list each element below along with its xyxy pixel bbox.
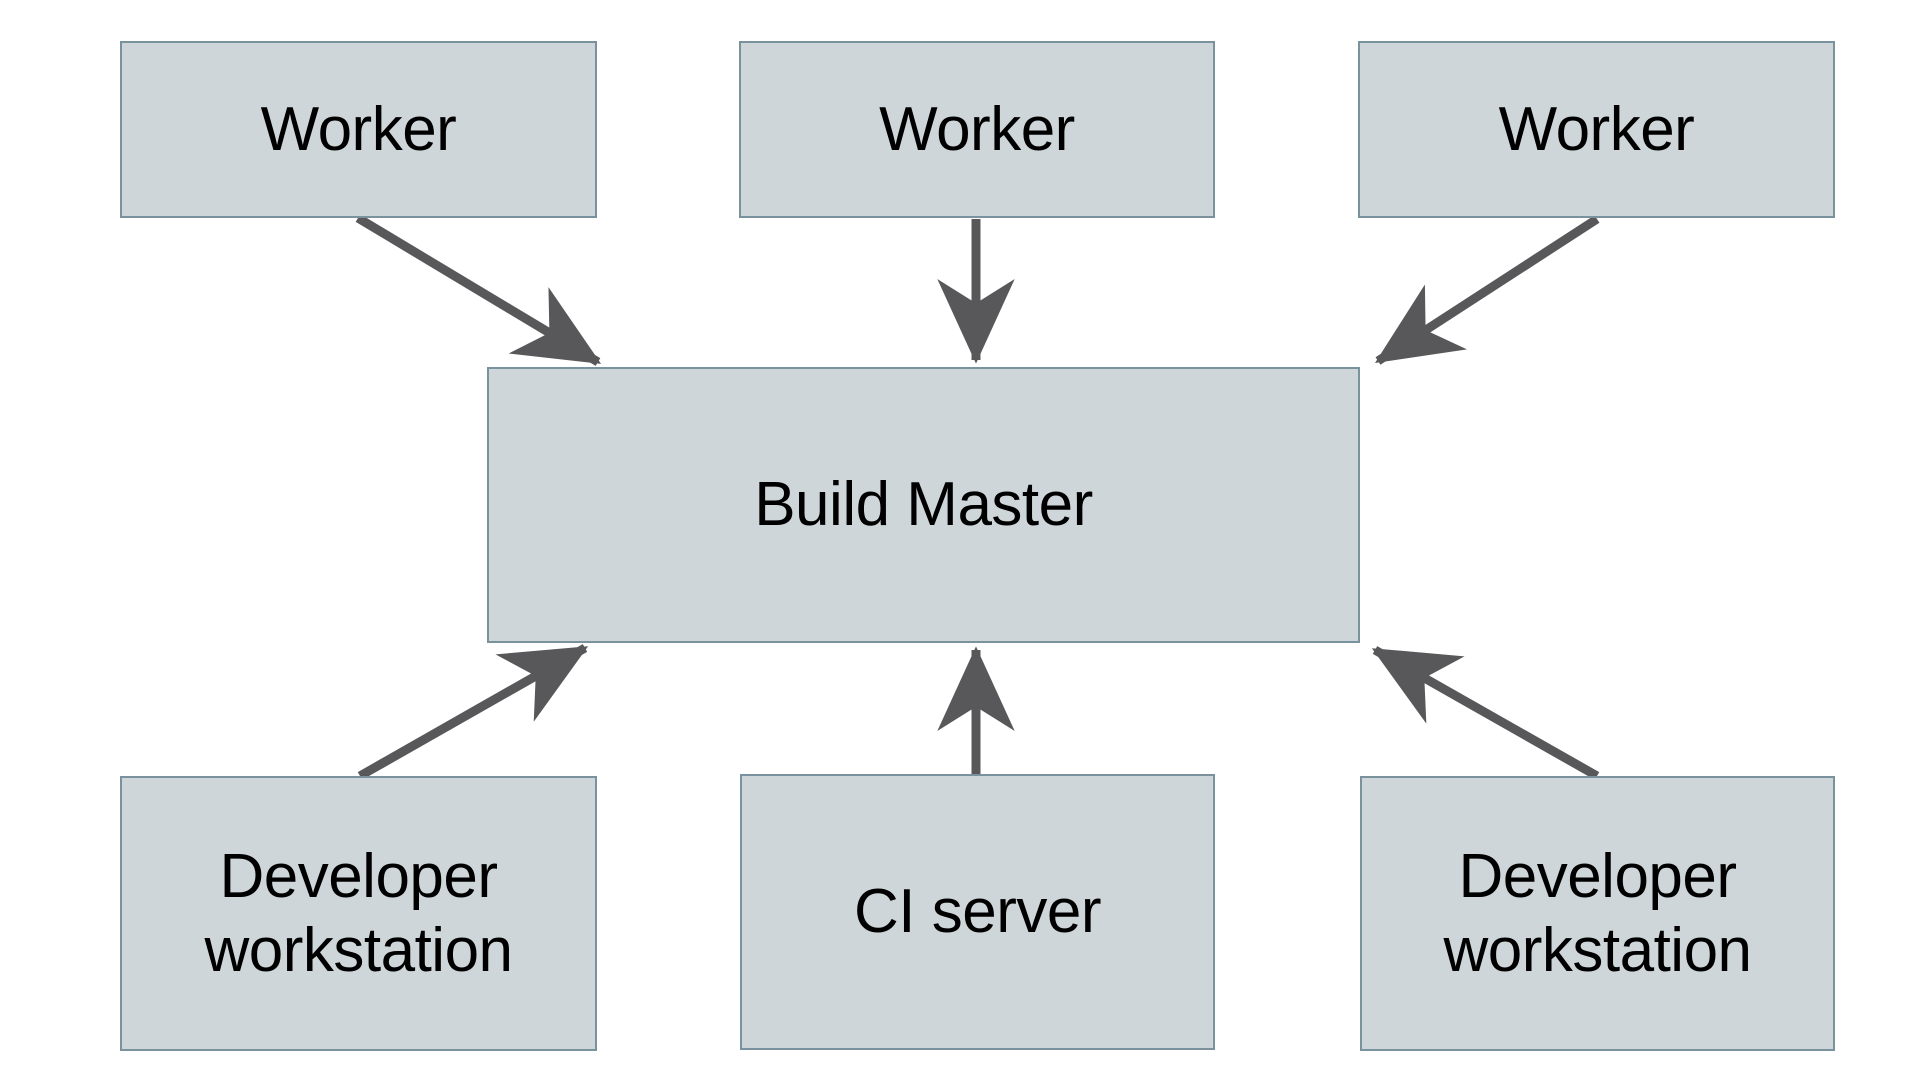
node-worker-2-label: Worker [879,94,1075,164]
node-build-master[interactable]: Build Master [487,367,1360,643]
edge-worker3-to-master [1374,215,1600,365]
edge-worker1-to-master [355,214,602,366]
node-worker-1-label: Worker [260,94,457,164]
edge-devws1-to-master [357,644,589,780]
node-worker-3-label: Worker [1498,94,1695,164]
node-developer-workstation-1[interactable]: Developer workstation [120,776,597,1051]
node-worker-3[interactable]: Worker [1358,41,1835,218]
node-ci-server[interactable]: CI server [740,774,1215,1050]
node-worker-2[interactable]: Worker [739,41,1215,218]
node-developer-workstation-2[interactable]: Developer workstation [1360,776,1835,1051]
node-developer-workstation-2-label: Developer workstation [1443,842,1752,985]
node-worker-1[interactable]: Worker [120,41,597,218]
node-developer-workstation-1-label: Developer workstation [204,842,513,985]
edge-devws2-to-master [1371,646,1600,780]
node-build-master-label: Build Master [754,470,1093,540]
node-ci-server-label: CI server [854,877,1101,947]
